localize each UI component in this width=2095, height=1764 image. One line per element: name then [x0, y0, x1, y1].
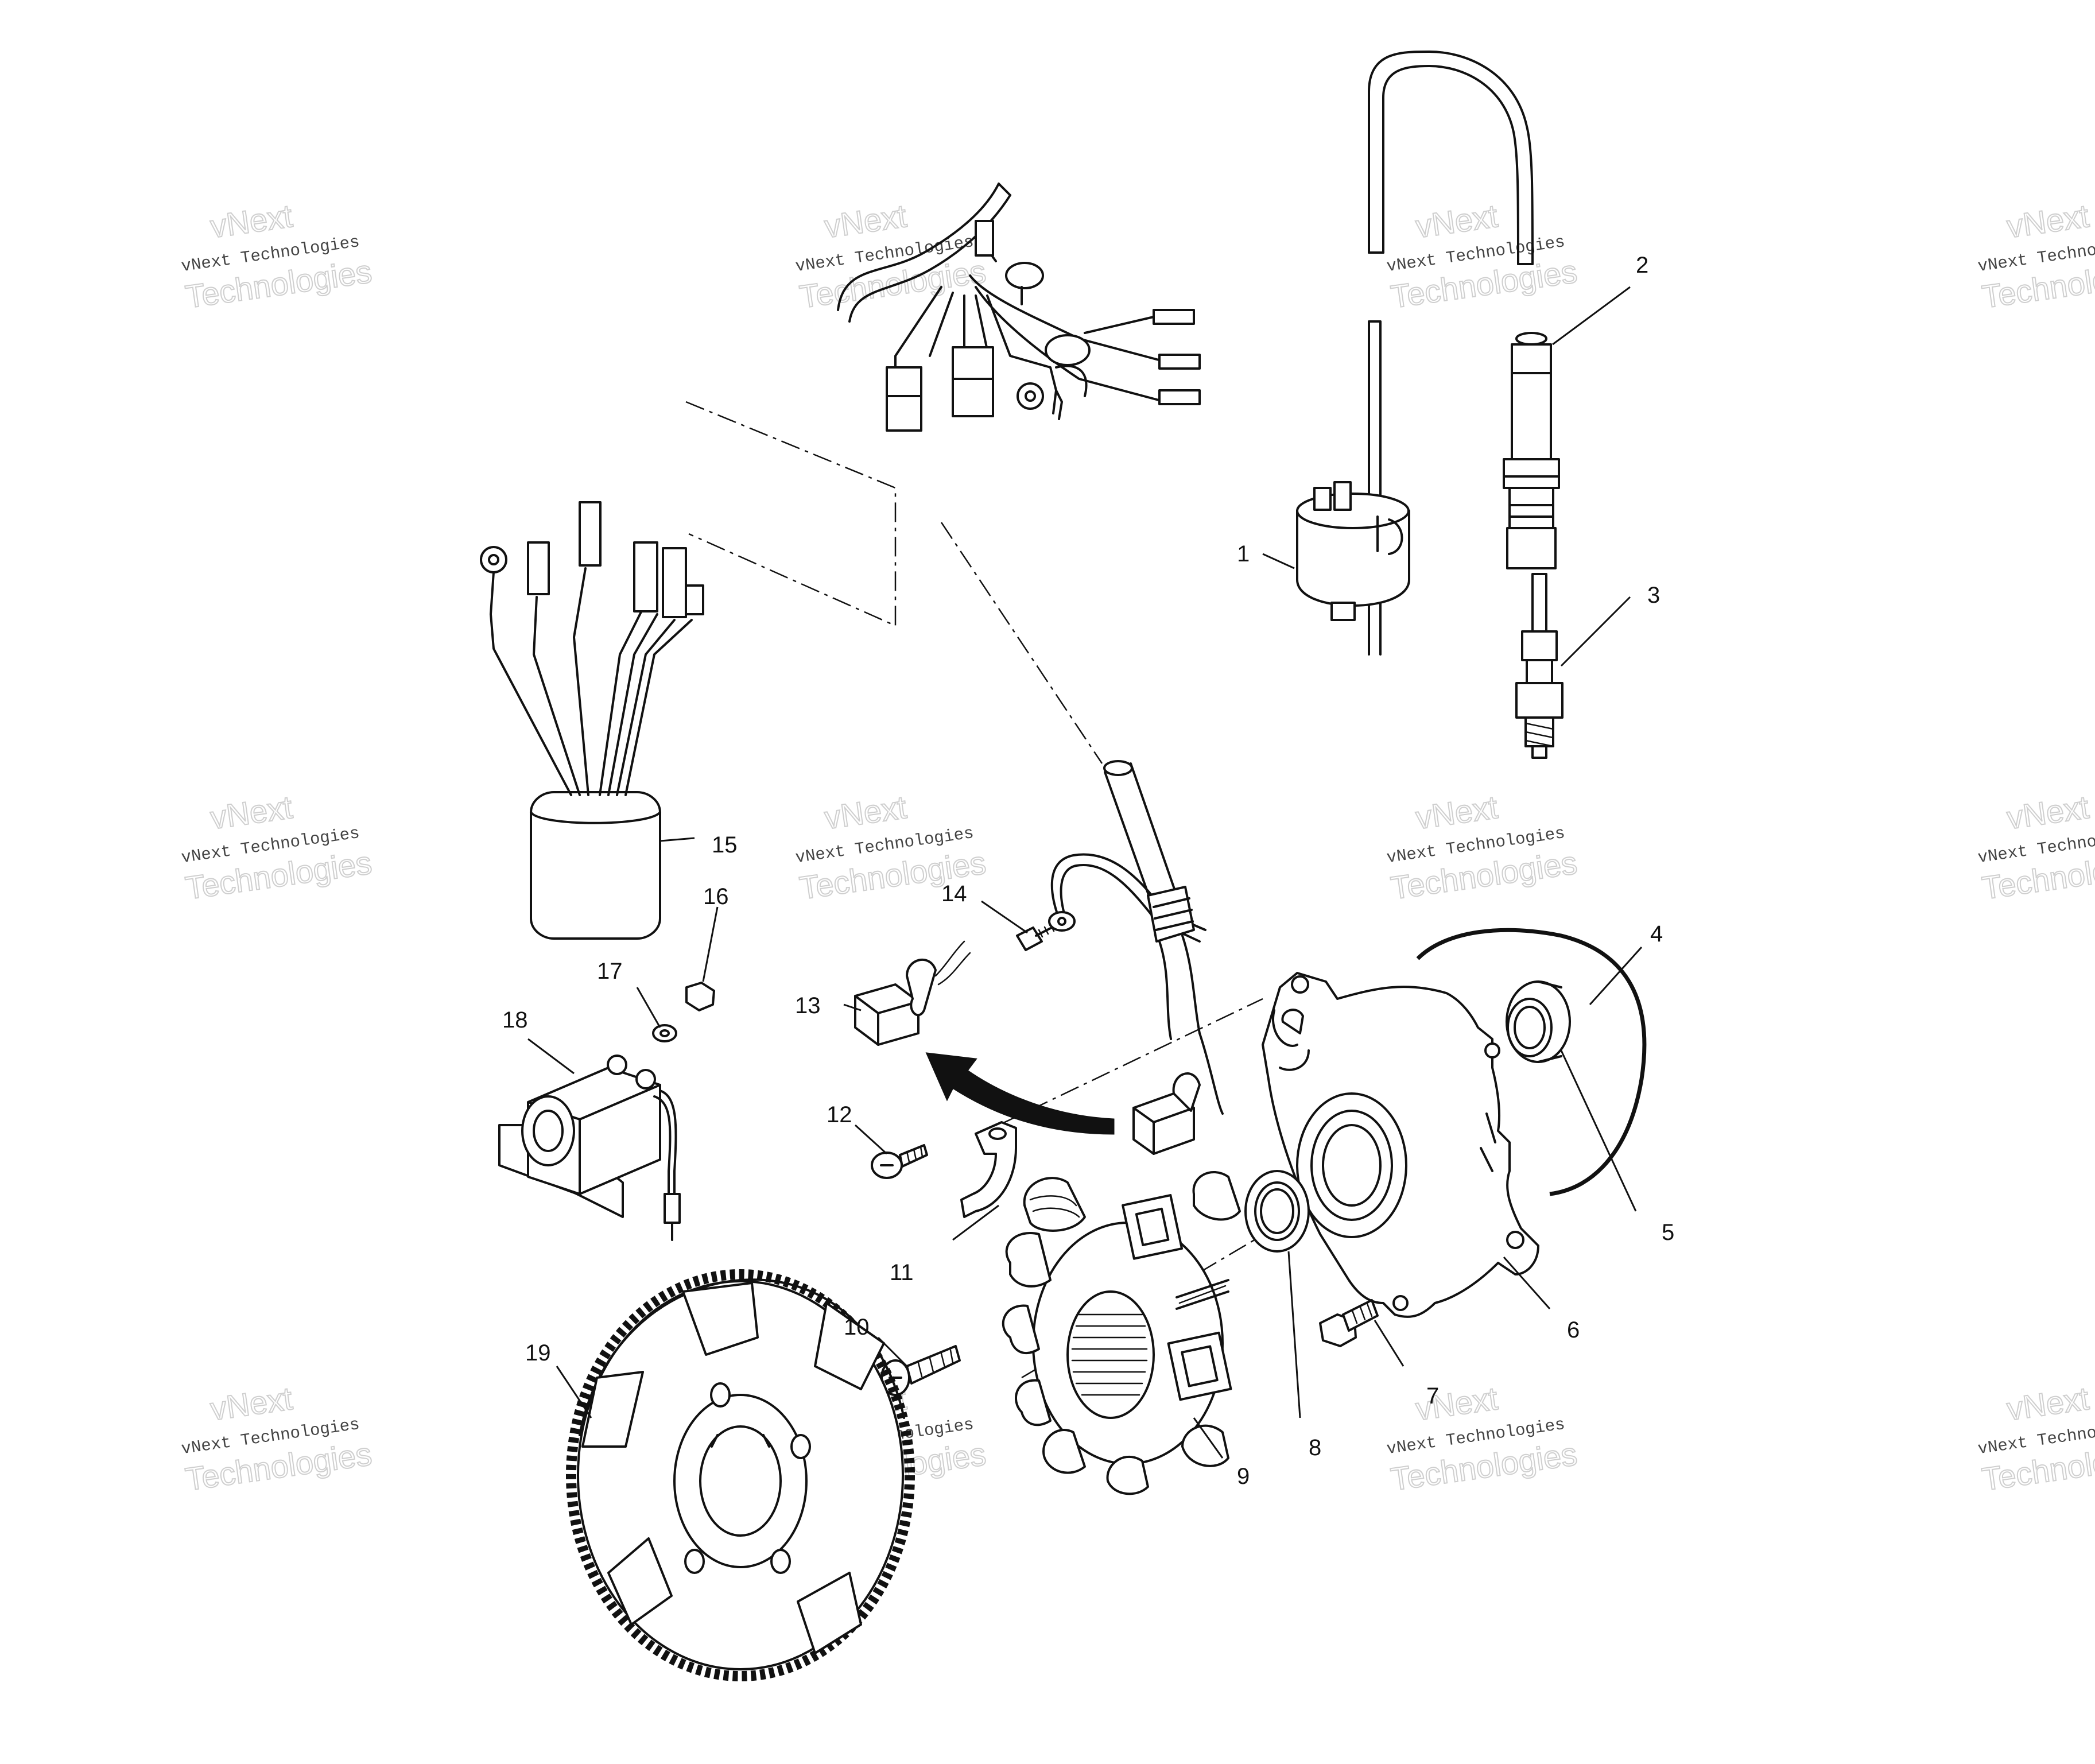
watermark-top-right: vNext vNext Technologies Technologies — [1386, 197, 1580, 316]
callout-5: 5 — [1662, 1220, 1674, 1245]
callout-18: 18 — [502, 1007, 528, 1033]
watermark-mid-left: vNext vNext Technologies Technologies — [180, 788, 375, 907]
connector-line-harness — [940, 522, 1103, 764]
svg-text:vNext: vNext — [208, 197, 295, 245]
nut — [685, 982, 715, 1011]
high-tension-lead — [1368, 51, 1534, 265]
callout-10: 10 — [844, 1315, 870, 1340]
svg-text:vNext: vNext — [2005, 1380, 2092, 1427]
callout-9: 9 — [1237, 1464, 1250, 1489]
flywheel — [566, 1269, 915, 1681]
leader-lines — [527, 286, 1643, 1459]
svg-text:vNext: vNext — [1414, 789, 1500, 836]
wire-clamp — [960, 1121, 1017, 1218]
watermark-bottom-edge: vNext vNext Technologies Technologies — [1977, 1379, 2095, 1498]
watermark-top-left: vNext vNext Technologies Technologies — [180, 197, 375, 316]
callout-3: 3 — [1647, 583, 1660, 608]
callout-2: 2 — [1636, 253, 1648, 278]
stator — [1002, 1170, 1241, 1495]
spark-plug — [1515, 573, 1564, 759]
watermark-bottom-left: vNext vNext Technologies Technologies — [180, 1379, 375, 1498]
svg-text:vNext: vNext — [208, 789, 295, 836]
pickup-coil — [854, 940, 971, 1046]
wire-harness — [837, 183, 1201, 432]
o-ring — [1416, 928, 1647, 1196]
callout-6: 6 — [1567, 1317, 1580, 1343]
watermark-mid-right: vNext vNext Technologies Technologies — [1386, 788, 1580, 907]
svg-text:vNext: vNext — [823, 789, 909, 836]
connector-line-pickup — [998, 998, 1263, 1126]
bearing — [1506, 980, 1571, 1063]
ignition-coil — [1296, 320, 1410, 656]
relocation-arrow — [925, 1052, 1115, 1135]
callout-17: 17 — [597, 959, 623, 984]
watermark-mid-edge: vNext vNext Technologies Technologies — [1977, 788, 2095, 907]
svg-text:vNext: vNext — [2005, 197, 2092, 245]
callout-4: 4 — [1650, 921, 1663, 947]
callout-7: 7 — [1426, 1383, 1439, 1409]
watermark-top-edge: vNext vNext Technologies Technologies — [1977, 197, 2095, 316]
installed-pickup — [1132, 1072, 1201, 1155]
stator-screw — [880, 1345, 961, 1396]
svg-text:vNext: vNext — [1414, 197, 1500, 245]
ground-screw — [1016, 923, 1057, 951]
callout-15: 15 — [712, 832, 738, 858]
crank-seal — [1244, 1170, 1310, 1253]
callout-13: 13 — [795, 993, 821, 1018]
spark-plug-cap — [1503, 332, 1560, 569]
callout-19: 19 — [525, 1340, 551, 1366]
harness-cable — [1103, 760, 1224, 1115]
callout-1: 1 — [1237, 541, 1250, 567]
callout-8: 8 — [1309, 1435, 1321, 1460]
watermark-bottom-right: vNext vNext Technologies Technologies — [1386, 1379, 1580, 1498]
connector-line-module — [685, 401, 897, 627]
callout-14: 14 — [941, 881, 967, 906]
cdi-module — [480, 501, 704, 940]
washer — [652, 1024, 677, 1042]
callout-11: 11 — [890, 1260, 914, 1285]
starter-solenoid — [498, 1054, 681, 1241]
svg-text:vNext: vNext — [823, 197, 909, 245]
svg-text:vNext: vNext — [208, 1380, 295, 1427]
housing-bolt — [1319, 1299, 1379, 1347]
svg-text:vNext: vNext — [2005, 789, 2092, 836]
callout-16: 16 — [703, 884, 729, 909]
stator-housing — [1262, 972, 1539, 1318]
clamp-screw — [871, 1144, 928, 1179]
callout-12: 12 — [827, 1102, 852, 1127]
